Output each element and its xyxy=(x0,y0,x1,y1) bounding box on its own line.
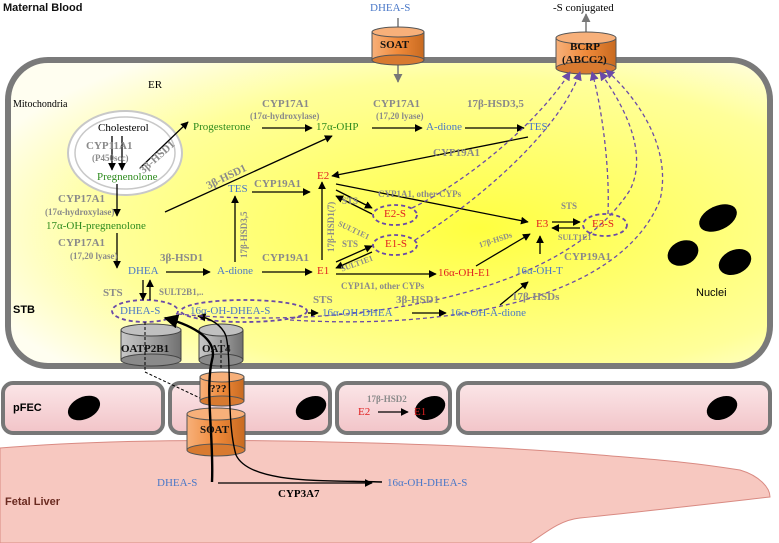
oh16-e1-label: 16α-OH-E1 xyxy=(438,267,491,279)
cyp17a1-b-label: CYP17A1 xyxy=(373,98,421,110)
oh16-dhea-s-stb-label: 16α-OH-DHEA-S xyxy=(190,305,271,317)
cyp19a1-top-label: CYP19A1 xyxy=(433,147,481,159)
e1-s-label: E1-S xyxy=(385,238,407,250)
dhea-label: DHEA xyxy=(128,265,159,277)
soat-top-label: SOAT xyxy=(380,39,410,51)
cyp19a1-tes-e2-label: CYP19A1 xyxy=(254,178,302,190)
nuclei-label: Nuclei xyxy=(696,287,727,299)
oh17-p-label: 17α-OHP xyxy=(316,121,359,133)
oatp2b1-label: OATP2B1 xyxy=(121,343,170,355)
pfec-nucleus-4 xyxy=(706,395,738,421)
s-conjugated-label: -S conjugated xyxy=(553,2,614,14)
cholesterol-label: Cholesterol xyxy=(98,122,149,134)
cyp17a1-a-label: CYP17A1 xyxy=(262,98,310,110)
p450scc-label: (P450scc) xyxy=(92,153,129,163)
oh16-dhea-s-dashed-ring xyxy=(180,299,308,323)
sts-mid-label: STS xyxy=(313,294,333,306)
e1-label: E1 xyxy=(317,265,330,277)
cyp19a1-e3-label: CYP19A1 xyxy=(564,251,612,263)
oh16-t-label: 16α-OH-T xyxy=(516,265,563,277)
e2-label: E2 xyxy=(317,170,330,182)
oh16-dhea-s-liver-label: 16α-OH-DHEA-S xyxy=(387,477,468,489)
tes-mid-label: TES xyxy=(228,183,248,195)
bcrp-cylinder xyxy=(555,31,617,75)
soat-top-cylinder xyxy=(371,26,425,66)
cyp19a1-adione-e1-label: CYP19A1 xyxy=(262,252,310,264)
cyp17a1-left1-label: CYP17A1 xyxy=(58,193,106,205)
e3-label: E3 xyxy=(536,218,549,230)
sts-e2-label: STS xyxy=(342,196,359,206)
mitochondria-label: Mitochondria xyxy=(13,99,68,110)
sts-e1-label: STS xyxy=(342,239,359,249)
tes-top-label: TES xyxy=(528,121,548,133)
oat4-label: OAT4 xyxy=(202,343,231,355)
hydroxylase-a-label: (17α-hydroxylase) xyxy=(250,111,320,121)
cyp3a7-label: CYP3A7 xyxy=(278,488,320,500)
e2-s-dashed-ring xyxy=(372,204,418,226)
maternal-blood-label: Maternal Blood xyxy=(3,2,83,14)
fetal-oh16-dhea-s-uptake xyxy=(197,313,383,483)
hsd3b1-mid-label: 3β-HSD1 xyxy=(160,252,204,264)
nucleus-2 xyxy=(667,240,699,266)
oh16-dhea-label: 16α-OH-DHEA xyxy=(322,307,393,319)
dhea-s-liver-label: DHEA-S xyxy=(157,477,198,489)
cyp17a1-left2-label: CYP17A1 xyxy=(58,237,106,249)
pfec-nucleus-2 xyxy=(295,395,327,421)
oatp2b1-cylinder xyxy=(120,323,182,367)
cyp11a1-label: CYP11A1 xyxy=(86,140,133,152)
hydroxylase-left-label: (17α-hydroxylase) xyxy=(45,207,115,217)
unknown-transporter-label: ??? xyxy=(210,383,227,395)
pfec-nucleus-1 xyxy=(67,395,101,421)
progesterone-label: Progesterone xyxy=(193,121,251,133)
e2-s-label: E2-S xyxy=(384,208,406,220)
pfec-cell-4 xyxy=(456,381,772,435)
oh17-pregnenolone-label: 17α-OH-pregnenolone xyxy=(46,220,146,232)
oh16-a-dione-label: 16α-OH-A-dione xyxy=(450,307,527,319)
mitochondria-inner xyxy=(74,116,176,190)
bcrp-label-line1: BCRP xyxy=(570,41,600,53)
sts-e3-label: STS xyxy=(561,201,578,211)
pfec-label: pFEC xyxy=(13,402,42,414)
mitochondria-outer xyxy=(67,110,183,196)
e1-s-dashed-ring xyxy=(372,234,418,256)
hsd17b35-vert-label: 17β-HSD3,5 xyxy=(239,211,249,259)
nucleus-1 xyxy=(699,204,737,232)
bcrp-label-line2: (ABCG2) xyxy=(562,54,607,66)
sts-left-label: STS xyxy=(103,287,123,299)
hsd17b2-pfec-label: 17β-HSD2 xyxy=(367,394,407,404)
e2-pfec-label: E2 xyxy=(358,406,371,418)
sult2b1-label: SULT2B1,.. xyxy=(159,287,204,297)
nucleus-3 xyxy=(718,248,752,276)
fetal-liver-region xyxy=(0,439,771,543)
pfec-cell-3 xyxy=(335,381,452,435)
e1-pfec-label: E1 xyxy=(414,406,427,418)
lyase-left-label: (17,20 lyase) xyxy=(70,251,118,261)
sult1e1-e3-label: SULT1E1 xyxy=(558,233,592,242)
fetal-liver-label: Fetal Liver xyxy=(5,496,61,508)
hsds17b-bottom-label: 17β-HSDs xyxy=(512,291,560,303)
hsd3b1-bottom-label: 3β-HSD1 xyxy=(396,294,440,306)
soat-bottom-label: SOAT xyxy=(200,424,230,436)
lyase-b-label: (17,20 lyase) xyxy=(376,111,424,121)
cyp1a1-other-label: CYP1A1, other CYPs xyxy=(378,189,462,199)
hsd17b35-top-label: 17β-HSD3,5 xyxy=(467,98,524,110)
pfec-nucleus-3 xyxy=(414,395,446,421)
e3-s-dashed-ring xyxy=(582,213,628,237)
stb-label: STB xyxy=(13,304,35,316)
er-label: ER xyxy=(148,79,163,91)
a-dione-mid-label: A-dione xyxy=(217,265,254,277)
cyp1a1-other2-label: CYP1A1, other CYPs xyxy=(341,281,425,291)
hsd17b17-vert-label: 17β-HSD1(7) xyxy=(326,201,336,252)
dhea-s-stb-label: DHEA-S xyxy=(120,305,161,317)
fetal-dhea-s-uptake xyxy=(163,314,215,483)
e3-s-label: E3-S xyxy=(592,218,614,230)
pregnenolone-label: Pregnenolone xyxy=(97,171,158,183)
a-dione-top-label: A-dione xyxy=(426,121,463,133)
dhea-s-maternal-label: DHEA-S xyxy=(370,2,411,14)
